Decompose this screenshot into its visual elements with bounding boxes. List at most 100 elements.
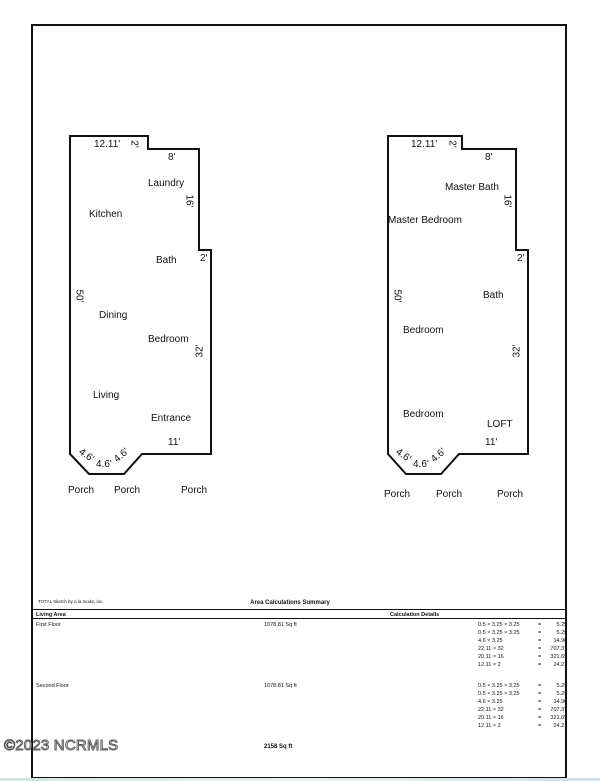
calc-eq: = (538, 622, 542, 628)
calc-formula: 20.11 × 16 (478, 654, 504, 660)
porch-label: Porch (497, 489, 524, 500)
calc-value: 707.37 (550, 707, 568, 713)
dim-chamfer-2: 4.6' (96, 459, 112, 470)
summary-header-rule (32, 618, 566, 619)
calc-formula: 4.6 × 3.25 (478, 638, 503, 644)
calc-line: 0.5 × 3.25 × 3.25 = 5.29 (478, 630, 568, 636)
calc-line: 12.11 × 2=24.21 (478, 723, 567, 729)
calc-line: 22.11 × 32 = 707.37 (478, 707, 568, 713)
calc-eq: = (538, 662, 542, 668)
room-label: Master Bath (445, 182, 499, 193)
calc-formula: 0.5 × 3.25 × 3.25 (478, 630, 520, 636)
dim-right-lower: 32' (194, 344, 206, 358)
floor-name: First Floor (36, 622, 61, 628)
sketch-credit: TOTAL Sketch by a la mode, inc. (38, 599, 104, 604)
summary-rule (32, 609, 566, 610)
porch-label: Porch (436, 489, 463, 500)
calc-formula: 0.5 × 3.25 × 3.25 (478, 683, 520, 689)
dim-right-lower: 32' (511, 344, 523, 358)
calc-eq: = (538, 646, 542, 652)
room-label: Master Bedroom (388, 215, 462, 226)
calc-eq: = (538, 699, 542, 705)
calc-line: 4.6 × 3.25 = 14.96 (478, 699, 568, 705)
calc-value: 5.29 (556, 630, 568, 636)
calc-value: 14.96 (553, 699, 568, 705)
floor-name: Second Floor (36, 683, 69, 689)
porch-label: Porch (384, 489, 411, 500)
calc-eq: = (538, 630, 542, 636)
dim-left: 50' (73, 289, 85, 303)
calc-eq: = (538, 715, 542, 721)
calc-formula: 20.11 × 16 (478, 715, 504, 721)
calc-value: 5.29 (556, 622, 568, 628)
dim-left: 50' (391, 289, 403, 303)
dim-chamfer-2: 4.6' (413, 459, 429, 470)
floor-area: 1078.81 Sq ft (264, 683, 297, 689)
calc-value: 321.69 (550, 715, 568, 721)
calc-eq: = (538, 707, 542, 713)
calc-value: 14.96 (553, 638, 568, 644)
room-label: Bath (483, 290, 504, 301)
calc-eq: = (538, 723, 542, 729)
calc-line: 20.11 × 16 = 321.69 (478, 715, 568, 721)
calc-formula: 12.11 × 2 (478, 723, 501, 729)
room-label: Bedroom (148, 334, 189, 345)
second-floor-outline (387, 135, 529, 475)
porch-label: Porch (114, 485, 141, 496)
calc-eq: = (538, 683, 542, 689)
calc-formula: 0.5 × 3.25 × 3.25 (478, 622, 520, 628)
calc-formula: 0.5 × 3.25 × 3.25 (478, 691, 520, 697)
room-label: Dining (99, 310, 128, 321)
calc-formula: 4.6 × 3.25 (478, 699, 503, 705)
calc-line: 22.11 × 32 = 707.37 (478, 646, 568, 652)
calc-eq: = (538, 654, 542, 660)
calc-eq: = (538, 691, 542, 697)
calc-line: 0.5 × 3.25 × 3.25 = 5.29 (478, 622, 568, 628)
calc-value: 5.29 (556, 691, 568, 697)
calc-line: 12.11 × 2 = 24.21 (478, 662, 568, 668)
dim-right-upper: 16' (183, 194, 195, 208)
room-label: Laundry (148, 178, 185, 189)
dim-notch-w: 8' (485, 152, 493, 163)
dim-notch-h: 2' (446, 140, 458, 148)
col-living-area: Living Area (36, 612, 66, 618)
dim-top: 12.11' (411, 139, 438, 150)
calc-eq: = (538, 638, 542, 644)
dim-bottom: 11' (485, 437, 498, 448)
dim-bottom: 11' (168, 437, 181, 448)
calc-value: 5.29 (556, 683, 568, 689)
room-label: Bath (156, 255, 177, 266)
porch-label: Porch (181, 485, 208, 496)
watermark: ©2023 NCRMLS (4, 737, 119, 755)
calc-formula: 22.11 × 32 (478, 707, 504, 713)
total-area: 2158 Sq ft (264, 744, 293, 750)
room-label: Living (93, 390, 120, 401)
room-label: LOFT (487, 419, 513, 430)
floor-area: 1078.81 Sq ft (264, 622, 297, 628)
summary-title: Area Calculations Summary (250, 600, 330, 606)
calc-line: 4.6 × 3.25 = 14.96 (478, 638, 568, 644)
room-label: Bedroom (403, 325, 444, 336)
calc-line: 0.5 × 3.25 × 3.25 = 5.29 (478, 691, 568, 697)
calc-formula: 12.11 × 2 (478, 662, 501, 668)
room-label: Kitchen (89, 209, 123, 220)
dim-notch-w: 8' (168, 152, 176, 163)
porch-label: Porch (68, 485, 95, 496)
footer-strip (0, 778, 600, 781)
calc-value: 321.69 (550, 654, 568, 660)
dim-right-upper: 16' (501, 194, 513, 208)
col-calc-details: Calculation Details (390, 612, 440, 618)
dim-notch-h: 2' (128, 140, 140, 148)
first-floor-outline (69, 135, 212, 475)
room-label: Entrance (151, 413, 192, 424)
calc-value: 24.21 (553, 662, 568, 668)
calc-value: 707.37 (550, 646, 568, 652)
calc-line: 20.11 × 16 = 321.69 (478, 654, 568, 660)
room-label: Bedroom (403, 409, 444, 420)
dim-step: 2' (517, 253, 525, 264)
calc-line: 0.5 × 3.25 × 3.25 = 5.29 (478, 683, 568, 689)
dim-step: 2' (200, 253, 208, 264)
dim-top: 12.11' (94, 139, 121, 150)
calc-formula: 22.11 × 32 (478, 646, 504, 652)
